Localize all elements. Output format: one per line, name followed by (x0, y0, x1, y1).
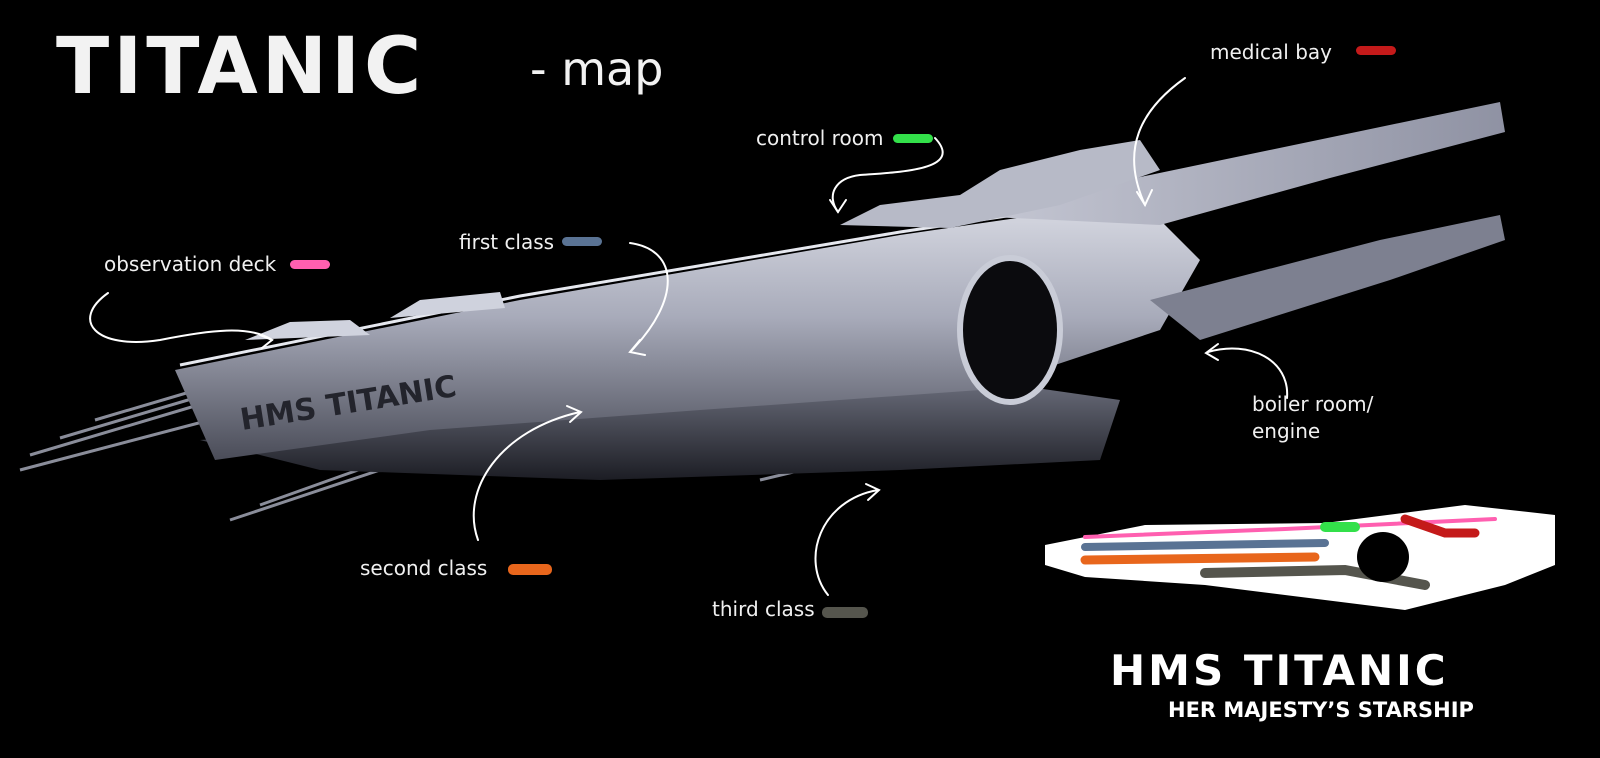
brand-tagline: HER MAJESTY’S STARSHIP (1168, 698, 1474, 722)
arrow-control-room-head (829, 199, 847, 214)
brand-name: HMS TITANIC (1110, 646, 1449, 695)
arrow-second-class-head (566, 405, 583, 423)
arrow-observation-deck (89, 292, 273, 343)
label-boiler-room-line2: engine (1252, 419, 1321, 443)
ship-ring-opening (957, 255, 1063, 405)
arrow-third-class-head (865, 483, 881, 501)
arrow-first-class (629, 242, 669, 351)
mini-map-first-class-stripe (1081, 539, 1329, 551)
ship-underside (200, 380, 1120, 480)
page-title: TITANIC (56, 22, 426, 112)
ship-forward-lower-arm (1150, 215, 1505, 340)
label-first-class: first class (459, 230, 555, 254)
label-control-room: control room (756, 126, 884, 150)
arrow-third-class (814, 489, 879, 596)
ship-superstructure (840, 140, 1160, 228)
arrow-control-room (831, 137, 944, 213)
label-observation-deck: observation deck (104, 252, 277, 276)
arrow-boiler-room (1207, 347, 1289, 399)
ship-top-deck-block (390, 292, 505, 318)
swatch-first-class (562, 237, 602, 246)
label-boiler-room-line1: boiler room/ (1252, 392, 1374, 416)
ship-main-hull (175, 200, 1200, 460)
swatch-medical-bay (1356, 46, 1396, 55)
arrow-medical-bay (1133, 77, 1186, 206)
mini-map-ring (1357, 532, 1409, 582)
swatch-second-class (508, 564, 552, 575)
ship-observation-dome (245, 320, 370, 340)
arrow-second-class (472, 411, 581, 541)
arrow-first-class-head (628, 339, 646, 356)
arrow-observation-deck-head (259, 334, 274, 349)
mini-colored-map (1045, 505, 1555, 610)
mini-map-medical-bay-mark (1400, 514, 1480, 538)
arrow-medical-bay-head (1136, 189, 1153, 208)
mini-map-third-class-stripe (1200, 564, 1430, 590)
label-medical-bay: medical bay (1210, 40, 1332, 64)
swatch-third-class (822, 607, 868, 618)
label-second-class: second class (360, 556, 488, 580)
swatch-control-room (893, 134, 933, 143)
label-third-class: third class (712, 597, 815, 621)
swatch-observation-deck (290, 260, 330, 269)
mini-map-second-class-stripe (1080, 552, 1320, 565)
arrow-boiler-room-head (1204, 343, 1219, 361)
page-title-suffix: - map (530, 42, 664, 96)
